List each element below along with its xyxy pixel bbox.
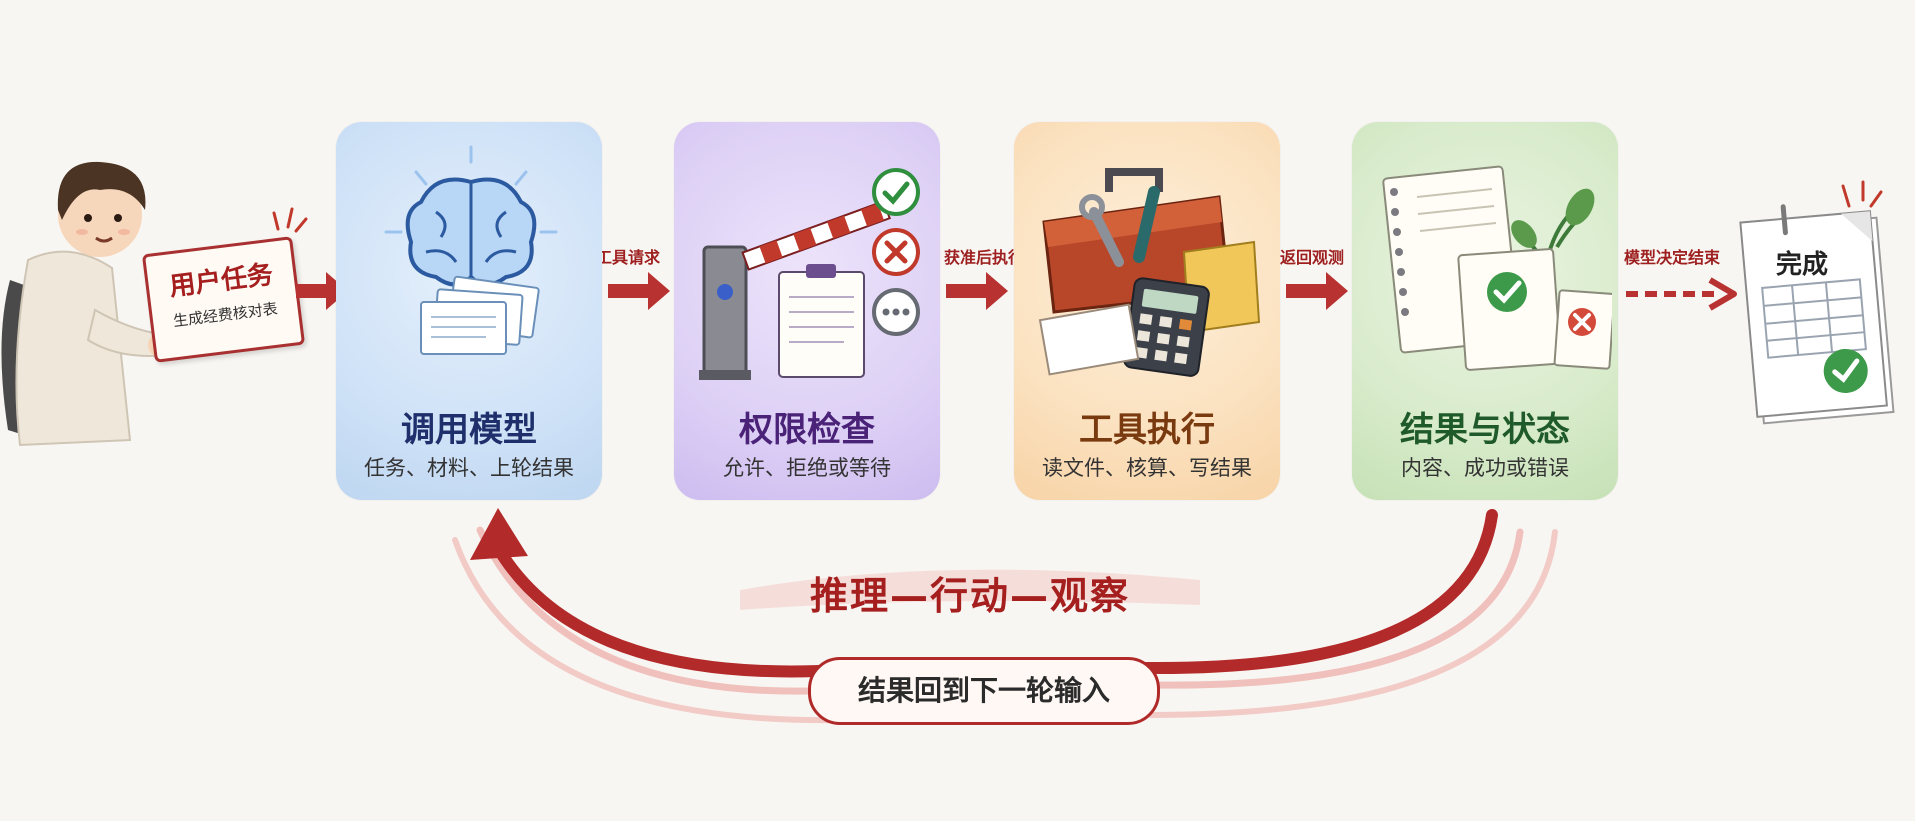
barrier-gate-icon <box>699 200 891 380</box>
arrow-user-to-model <box>296 272 348 310</box>
step-title-tool-execution: 工具执行 <box>1079 410 1215 450</box>
step-subtitle-permission-check: 允许、拒绝或等待 <box>723 456 891 480</box>
check-circle-icon <box>872 168 920 216</box>
arrow-tool-to-result <box>1286 272 1348 310</box>
step-card-tool-execution: 工具执行 读文件、核算、写结果 <box>1014 122 1280 500</box>
toolbox-icon <box>1038 168 1261 377</box>
step-subtitle-result-status: 内容、成功或错误 <box>1401 456 1569 480</box>
arrow-label-model-decides-end: 模型决定结束 <box>1624 248 1721 267</box>
notebook-result-icon <box>1382 165 1612 371</box>
user-figure <box>1 161 172 447</box>
step-card-result-status: 结果与状态 内容、成功或错误 <box>1352 122 1618 500</box>
arrow-model-to-permission <box>608 272 670 310</box>
step-card-call-model: 调用模型 任务、材料、上轮结果 <box>336 122 602 500</box>
arrow-label-tool-request: 工具请求 <box>596 248 661 267</box>
step-title-permission-check: 权限检查 <box>739 410 875 450</box>
arrow-label-execute-after-approval: 获准后执行 <box>944 248 1025 267</box>
step-subtitle-call-model: 任务、材料、上轮结果 <box>364 456 574 480</box>
loop-pill-label: 结果回到下一轮输入 <box>808 657 1160 725</box>
arrow-label-return-observation: 返回观测 <box>1280 248 1345 267</box>
arrow-permission-to-tool <box>946 272 1008 310</box>
user-task-card: 用户任务 生成经费核对表 <box>141 236 306 363</box>
step-title-result-status: 结果与状态 <box>1400 410 1570 450</box>
sparkle-icon <box>272 207 308 233</box>
brain-icon <box>384 145 558 355</box>
cross-circle-icon <box>872 228 920 276</box>
step-subtitle-tool-execution: 读文件、核算、写结果 <box>1042 456 1252 480</box>
step-title-call-model: 调用模型 <box>401 410 537 450</box>
loop-title: 推理—行动—观察 <box>809 574 1130 618</box>
ellipsis-circle-icon <box>872 288 920 336</box>
step-card-permission-check: 权限检查 允许、拒绝或等待 <box>674 122 940 500</box>
done-label: 完成 <box>1776 250 1829 280</box>
done-document-icon <box>1739 180 1895 425</box>
arrow-result-to-done <box>1626 277 1737 311</box>
